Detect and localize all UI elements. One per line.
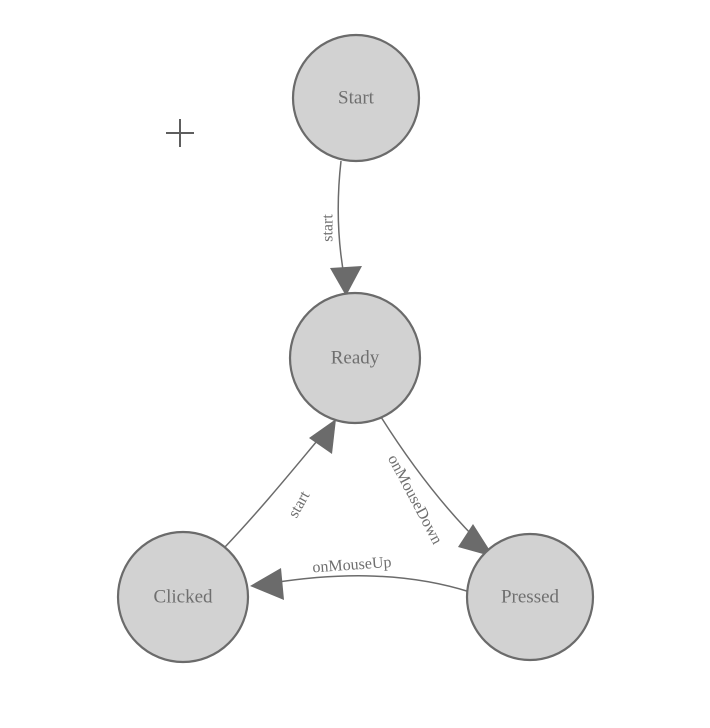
state-node-start-circle — [291, 33, 421, 163]
state-node-start-label: Start — [338, 87, 375, 108]
edge-label-start-to-ready: start — [320, 214, 337, 242]
state-node-ready-circle — [288, 291, 422, 425]
edge-path-pressed-to-clicked — [271, 575, 471, 593]
edge-path-clicked-to-ready — [224, 434, 323, 548]
arrowhead-start-to-ready — [330, 266, 362, 296]
state-node-clicked-label: Clicked — [153, 586, 213, 607]
state-node-clicked[interactable]: Clicked — [116, 530, 250, 664]
state-node-ready[interactable]: Ready — [288, 291, 422, 425]
edge-pressed-to-clicked[interactable]: onMouseUp — [250, 554, 471, 600]
edge-label-clicked-to-ready: start — [285, 488, 313, 521]
state-node-pressed-circle — [465, 532, 595, 662]
state-node-ready-label: Ready — [331, 347, 380, 368]
state-node-pressed-label: Pressed — [501, 586, 560, 607]
edge-path-start-to-ready — [337, 160, 346, 282]
edge-clicked-to-ready[interactable]: start — [224, 419, 336, 548]
edge-start-to-ready[interactable]: start — [320, 160, 362, 296]
nodes-layer: Start Ready Clicked Pressed — [116, 33, 595, 664]
arrowhead-ready-to-pressed — [458, 524, 494, 557]
arrowhead-pressed-to-clicked — [250, 568, 284, 600]
edge-label-pressed-to-clicked: onMouseUp — [312, 554, 392, 576]
state-node-clicked-circle — [116, 530, 250, 664]
edge-ready-to-pressed[interactable]: onMouseDown — [380, 416, 494, 557]
state-node-pressed[interactable]: Pressed — [465, 532, 595, 662]
arrowhead-clicked-to-ready — [309, 419, 336, 454]
state-node-start[interactable]: Start — [291, 33, 421, 163]
plus-marker[interactable] — [166, 119, 194, 147]
